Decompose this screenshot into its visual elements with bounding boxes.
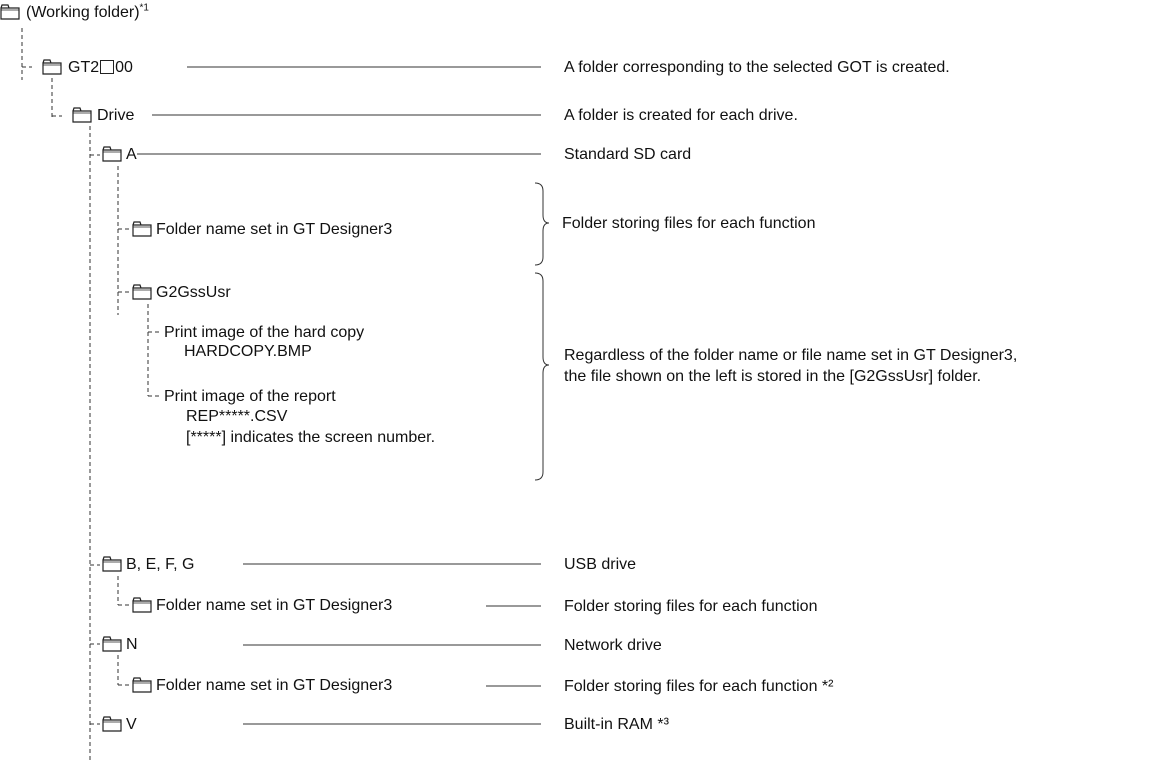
report-note: [*****] indicates the screen number. <box>186 429 436 446</box>
drive-a-description: Standard SD card <box>564 146 692 163</box>
network-description: Network drive <box>564 637 662 654</box>
drive-description: A folder is created for each drive. <box>564 107 798 124</box>
report-label: Print image of the report <box>164 388 336 405</box>
folder-icon <box>72 107 92 123</box>
hardcopy-file: HARDCOPY.BMP <box>184 343 312 360</box>
n-subfolder-label: Folder name set in GT Designer3 <box>156 677 393 694</box>
usb-function-description: Folder storing files for each function <box>564 598 818 615</box>
folder-icon <box>132 677 152 693</box>
network-function-description: Folder storing files for each function *… <box>564 678 834 695</box>
drive-a-label: A <box>126 146 137 163</box>
drive-folder-label: Drive <box>97 107 135 124</box>
g2gssusr-description-line2: the file shown on the left is stored in … <box>564 368 982 385</box>
working-folder-name: (Working folder) <box>26 4 140 21</box>
folder-icon <box>0 4 20 20</box>
function-folder-description: Folder storing files for each function <box>562 215 816 232</box>
usb-subfolder-label: Folder name set in GT Designer3 <box>156 597 393 614</box>
folder-icon <box>102 716 122 732</box>
drive-usb-label: B, E, F, G <box>126 556 195 573</box>
working-folder-label: (Working folder)*1 <box>26 3 149 22</box>
got-description: A folder corresponding to the selected G… <box>564 59 950 76</box>
folder-icon <box>102 636 122 652</box>
folder-icon <box>132 597 152 613</box>
usb-description: USB drive <box>564 556 637 573</box>
folder-icon <box>132 284 152 300</box>
note-marker-1: *1 <box>139 2 149 14</box>
g2gssusr-folder-label: G2GssUsr <box>156 284 231 301</box>
folder-icon <box>132 221 152 237</box>
hardcopy-label: Print image of the hard copy <box>164 324 365 341</box>
placeholder-square-icon <box>100 60 115 74</box>
report-file: REP*****.CSV <box>186 408 288 425</box>
folder-icon <box>102 556 122 572</box>
drive-v-label: V <box>126 716 137 733</box>
folder-icon <box>102 146 122 162</box>
folder-name-set-label: Folder name set in GT Designer3 <box>156 221 393 238</box>
builtin-ram-description: Built-in RAM *³ <box>564 716 669 733</box>
folder-icon <box>42 59 62 75</box>
drive-n-label: N <box>126 636 138 653</box>
g2gssusr-description-line1: Regardless of the folder name or file na… <box>564 347 1018 364</box>
